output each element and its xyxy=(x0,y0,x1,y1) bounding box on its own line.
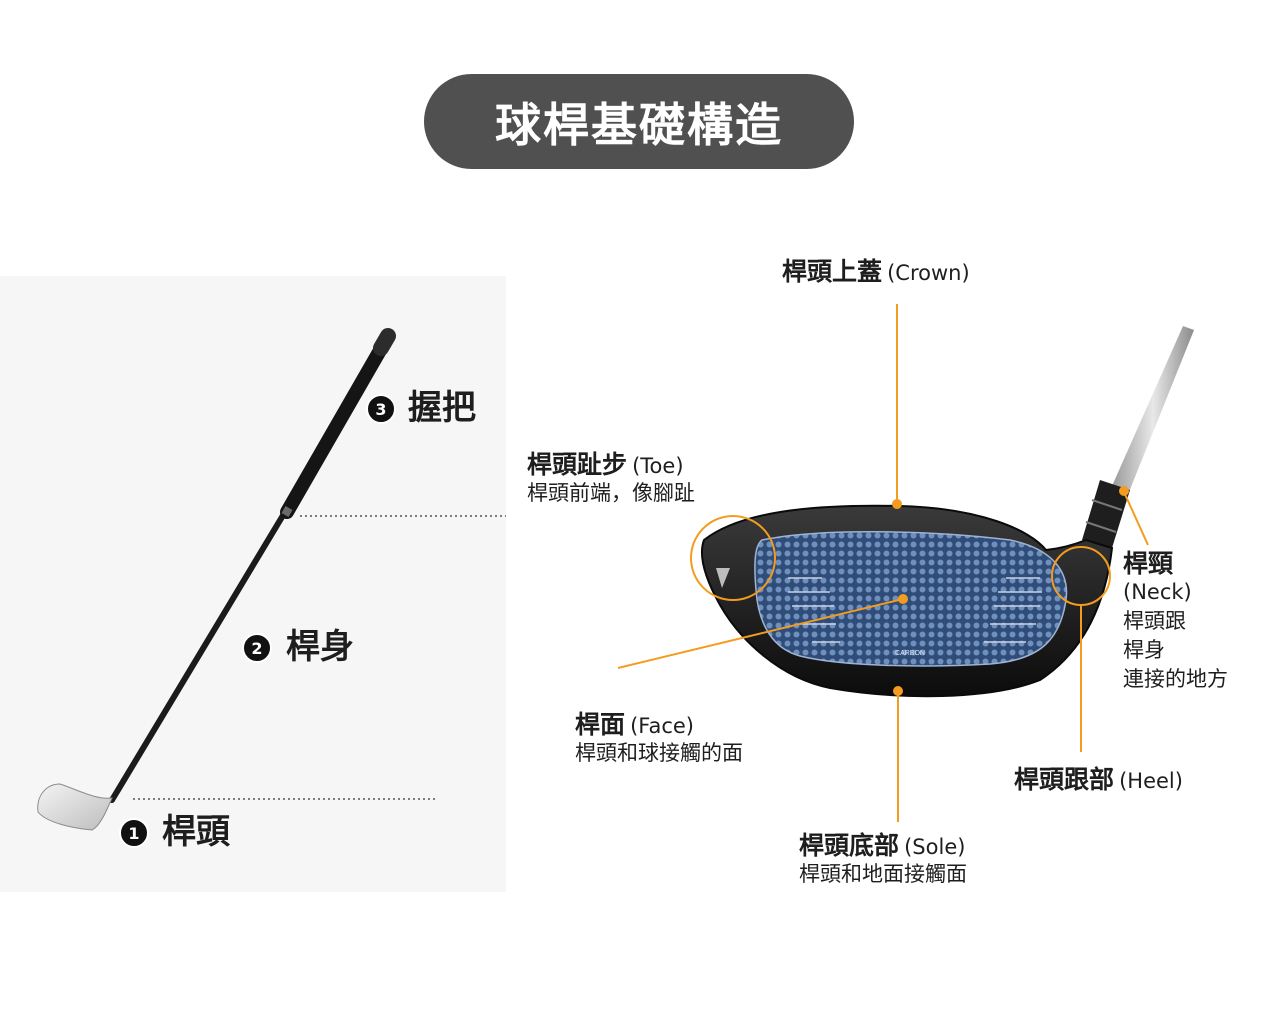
sole-en: (Sole) xyxy=(904,835,966,859)
heel-name: 桿頭跟部 xyxy=(1014,765,1115,794)
toe-desc: 桿頭前端，像腳趾 xyxy=(527,481,695,506)
grip-number: 3 xyxy=(375,399,387,419)
callout-lines xyxy=(617,304,1149,822)
club-grip xyxy=(280,333,393,519)
crown-en: (Crown) xyxy=(887,261,970,285)
neck-dot xyxy=(1119,486,1129,496)
heel-highlight xyxy=(1051,546,1111,606)
grip-number-badge: 3 xyxy=(366,394,396,424)
shaft-label: 桿身 xyxy=(286,627,354,667)
neck-leader xyxy=(1123,491,1149,546)
face-name: 桿面 xyxy=(575,710,626,739)
face-grooves xyxy=(788,577,1042,643)
shaft-number-badge: 2 xyxy=(242,633,272,663)
callout-dots xyxy=(892,486,1129,696)
neck-callout: 桿頸 (Neck) 桿頭跟 桿身 連接的地方 xyxy=(1123,549,1228,694)
sole-callout: 桿頭底部 (Sole) 桿頭和地面接觸面 xyxy=(799,830,967,888)
grip-ferrule xyxy=(281,506,293,517)
head-label: 桿頭 xyxy=(162,812,230,852)
sole-dot xyxy=(893,686,903,696)
club-shaft xyxy=(109,509,288,803)
face-dot xyxy=(898,594,908,604)
head-number: 1 xyxy=(128,823,140,843)
neck-desc-2: 桿身 xyxy=(1123,638,1165,662)
grip-cap xyxy=(373,328,396,356)
face-print: CARBON xyxy=(895,650,925,657)
toe-en: (Toe) xyxy=(632,454,684,478)
heel-callout: 桿頭跟部 (Heel) xyxy=(1014,764,1183,795)
driver-face xyxy=(754,531,1068,667)
driver-hosel xyxy=(1082,480,1130,548)
neck-name: 桿頸 xyxy=(1123,549,1174,578)
neck-desc-1: 桿頭跟 xyxy=(1123,609,1186,633)
crown-name: 桿頭上蓋 xyxy=(782,257,883,286)
title-badge: 球桿基礎構造 xyxy=(424,74,854,169)
driver-club: CARBON xyxy=(700,326,1194,698)
grip-label: 握把 xyxy=(408,388,476,428)
sole-name: 桿頭底部 xyxy=(799,831,900,860)
page-title: 球桿基礎構造 xyxy=(495,97,783,152)
iron-club xyxy=(37,328,396,831)
driver-shaft xyxy=(1112,326,1194,492)
crown-dot xyxy=(892,499,902,509)
face-callout: 桿面 (Face) 桿頭和球接觸的面 xyxy=(575,709,743,767)
iron-head xyxy=(37,783,113,831)
heel-en: (Heel) xyxy=(1119,769,1183,793)
club-panel xyxy=(0,276,506,892)
neck-en: (Neck) xyxy=(1123,580,1192,604)
shaft-number: 2 xyxy=(251,638,263,658)
toe-callout: 桿頭趾步 (Toe) 桿頭前端，像腳趾 xyxy=(527,449,695,507)
face-leader xyxy=(617,598,904,669)
toe-logo xyxy=(716,568,730,588)
face-desc: 桿頭和球接觸的面 xyxy=(575,741,743,766)
head-number-badge: 1 xyxy=(119,818,149,848)
face-en: (Face) xyxy=(630,714,694,738)
toe-name: 桿頭趾步 xyxy=(527,450,628,479)
sole-desc: 桿頭和地面接觸面 xyxy=(799,862,967,887)
neck-desc-3: 連接的地方 xyxy=(1123,667,1228,691)
crown-callout: 桿頭上蓋 (Crown) xyxy=(782,256,970,287)
toe-highlight xyxy=(690,515,776,601)
